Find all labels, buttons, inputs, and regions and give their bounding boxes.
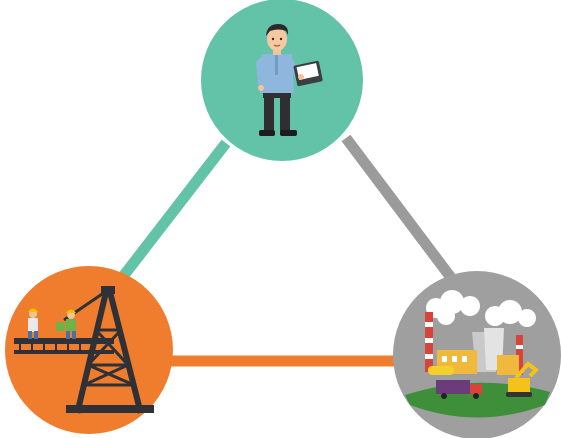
inspector-with-clipboard-icon	[256, 24, 323, 136]
industrial-plant-icon	[405, 290, 550, 418]
workers-on-gantry-crane-icon	[14, 286, 154, 414]
edge-inspector-installation	[113, 139, 231, 287]
node-industry	[393, 271, 561, 438]
edge-inspector-industry	[341, 134, 460, 287]
node-inspector	[201, 0, 363, 161]
node-installation	[5, 266, 173, 434]
